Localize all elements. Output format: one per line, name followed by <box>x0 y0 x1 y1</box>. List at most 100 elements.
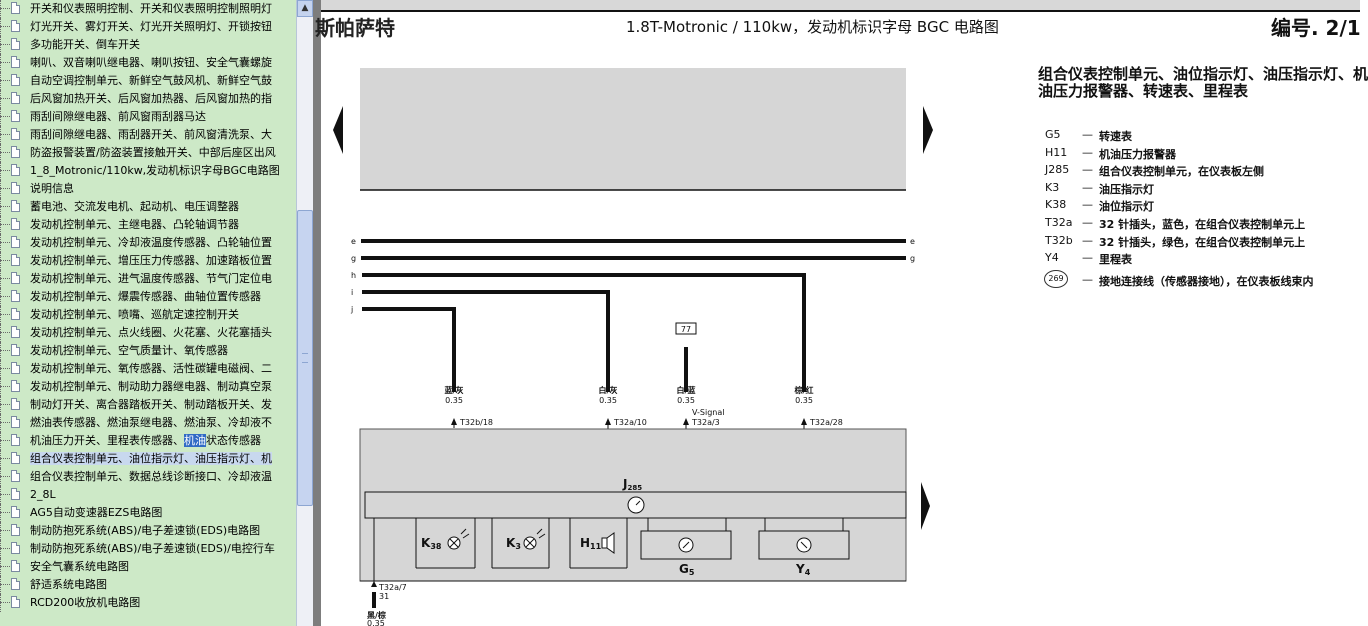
top-toolbar-strip <box>321 0 1360 12</box>
tree-item[interactable]: RCD200收放机电路图 <box>0 594 296 612</box>
legend-description: 转速表 <box>1099 130 1132 143</box>
document-icon <box>11 452 20 464</box>
tree-connector <box>0 504 1 522</box>
wire-color-label: 棕/红 <box>794 385 814 395</box>
tree-item[interactable]: 组合仪表控制单元、数据总线诊断接口、冷却液温 <box>0 468 296 486</box>
tree-item[interactable]: 2_8L <box>0 486 296 504</box>
component-label-k38: K38 <box>421 536 442 551</box>
tree-item[interactable]: 雨刮间隙继电器、前风窗雨刮器马达 <box>0 108 296 126</box>
tree-item-label: 发动机控制单元、制动助力器继电器、制动真空泵 <box>30 380 272 393</box>
tree-item[interactable]: 发动机控制单元、主继电器、凸轮轴调节器 <box>0 216 296 234</box>
tree-item[interactable]: 发动机控制单元、进气温度传感器、节气门定位电 <box>0 270 296 288</box>
tree-item-label: 燃油表传感器、燃油泵继电器、燃油泵、冷却液不 <box>30 416 272 429</box>
tree-item[interactable]: 制动防抱死系统(ABS)/电子差速锁(EDS)电路图 <box>0 522 296 540</box>
tree-item[interactable]: 机油压力开关、里程表传感器、机油状态传感器 <box>0 432 296 450</box>
document-icon <box>11 200 20 212</box>
document-icon <box>11 488 20 500</box>
pin-arrow <box>451 418 457 425</box>
tree-item[interactable]: 防盗报警装置/防盗装置接触开关、中部后座区出风 <box>0 144 296 162</box>
page-title: 1.8T-Motronic / 110kw，发动机标识字母 BGC 电路图 <box>626 18 999 36</box>
tree-connector <box>0 324 1 342</box>
tree-item[interactable]: 发动机控制单元、空气质量计、氧传感器 <box>0 342 296 360</box>
component-label-g5: G5 <box>679 562 695 577</box>
legend-code: K3 <box>1045 180 1060 194</box>
tree-item[interactable]: 制动防抱死系统(ABS)/电子差速锁(EDS)/电控行车 <box>0 540 296 558</box>
legend-dash: — <box>1082 251 1093 265</box>
tree-item-label: RCD200收放机电路图 <box>30 596 141 609</box>
document-icon <box>11 470 20 482</box>
document-icon <box>11 362 20 374</box>
tree-item-label: 后风窗加热开关、后风窗加热器、后风窗加热的指 <box>30 92 272 105</box>
legend-dash: — <box>1082 163 1093 177</box>
wire-color-label: 蓝/灰 <box>445 385 464 395</box>
tree-item[interactable]: 发动机控制单元、增压压力传感器、加速踏板位置 <box>0 252 296 270</box>
tree-item[interactable]: 发动机控制单元、制动助力器继电器、制动真空泵 <box>0 378 296 396</box>
tree-item[interactable]: 自动空调控制单元、新鲜空气鼓风机、新鲜空气鼓 <box>0 72 296 90</box>
tree-item[interactable]: 燃油表传感器、燃油泵继电器、燃油泵、冷却液不 <box>0 414 296 432</box>
document-view: 斯帕萨特 1.8T-Motronic / 110kw，发动机标识字母 BGC 电… <box>315 0 1368 626</box>
search-highlight: 机油 <box>184 434 206 447</box>
tree-item[interactable]: 雨刮间隙继电器、雨刮器开关、前风窗清洗泵、大 <box>0 126 296 144</box>
document-icon <box>11 308 20 320</box>
tree-item[interactable]: 发动机控制单元、点火线圈、火花塞、火花塞插头 <box>0 324 296 342</box>
next-page-arrow-icon[interactable] <box>923 106 933 154</box>
previous-page-arrow-icon[interactable] <box>333 106 343 154</box>
tree-item[interactable]: 舒适系统电路图 <box>0 576 296 594</box>
legend-description: 32 针插头，蓝色，在组合仪表控制单元上 <box>1099 217 1306 231</box>
tree-item-label: 雨刮间隙继电器、前风窗雨刮器马达 <box>30 110 206 123</box>
tree-item[interactable]: 安全气囊系统电路图 <box>0 558 296 576</box>
panel-splitter[interactable] <box>313 0 321 626</box>
tree-item[interactable]: 说明信息 <box>0 180 296 198</box>
tree-item[interactable]: 开关和仪表照明控制、开关和仪表照明控制照明灯 <box>0 0 296 18</box>
tree-branch <box>0 98 10 99</box>
tree-connector <box>0 522 1 540</box>
tree-item[interactable]: 发动机控制单元、爆震传感器、曲轴位置传感器 <box>0 288 296 306</box>
tree-item[interactable]: 喇叭、双音喇叭继电器、喇叭按钮、安全气囊螺旋 <box>0 54 296 72</box>
scroll-grip-icon <box>302 353 308 363</box>
tree-item[interactable]: 蓄电池、交流发电机、起动机、电压调整器 <box>0 198 296 216</box>
legend-code: T32a <box>1045 215 1073 229</box>
tree-item[interactable]: 制动灯开关、离合器踏板开关、制动踏板开关、发 <box>0 396 296 414</box>
tree-branch <box>0 458 10 459</box>
pin-arrow <box>801 418 807 425</box>
document-icon <box>11 164 20 176</box>
tree-scrollbar[interactable]: ▲ <box>296 0 313 626</box>
tree-branch <box>0 116 10 117</box>
tree-branch <box>0 278 10 279</box>
tree-branch <box>0 368 10 369</box>
tree-connector <box>0 270 1 288</box>
scrollbar-thumb[interactable] <box>297 210 313 506</box>
tree-item[interactable]: 1_8_Motronic/110kw,发动机标识字母BGC电路图 <box>0 162 296 180</box>
legend-code: Y4 <box>1045 251 1059 265</box>
wire-color-label: 白/灰 <box>599 385 618 395</box>
next-page-arrow-lower-icon[interactable] <box>921 482 930 530</box>
tree-item[interactable]: 后风窗加热开关、后风窗加热器、后风窗加热的指 <box>0 90 296 108</box>
document-icon <box>11 110 20 122</box>
tree-connector <box>0 54 1 72</box>
lamp-icon-k38 <box>447 528 470 550</box>
legend-dash: — <box>1082 128 1093 141</box>
document-icon <box>11 128 20 140</box>
tree-branch <box>0 422 10 423</box>
document-icon <box>11 218 20 230</box>
tree-connector <box>0 0 1 18</box>
component-label-y4: Y4 <box>795 562 811 577</box>
wire-paths <box>362 273 806 392</box>
wire-path-1 <box>362 307 456 392</box>
tree-branch <box>0 512 10 513</box>
tree-item-label: 灯光开关、雾灯开关、灯光开关照明灯、开锁按钮 <box>30 20 272 33</box>
tree-item[interactable]: 发动机控制单元、氧传感器、活性碳罐电磁阀、二 <box>0 360 296 378</box>
tree-item[interactable]: 发动机控制单元、冷却液温度传感器、凸轮轴位置 <box>0 234 296 252</box>
tree-item-label: 发动机控制单元、进气温度传感器、节气门定位电 <box>30 272 272 285</box>
scroll-up-arrow-icon[interactable]: ▲ <box>297 0 313 17</box>
tree-item[interactable]: 多功能开关、倒车开关 <box>0 36 296 54</box>
tree-branch <box>0 224 10 225</box>
tree-item[interactable]: AG5自动变速器EZS电路图 <box>0 504 296 522</box>
tree-item[interactable]: 灯光开关、雾灯开关、灯光开关照明灯、开锁按钮 <box>0 18 296 36</box>
y4-box <box>758 530 850 560</box>
tree-item[interactable]: 组合仪表控制单元、油位指示灯、油压指示灯、机 <box>0 450 296 468</box>
tree-connector <box>0 414 1 432</box>
tree-item[interactable]: 发动机控制单元、喷嘴、巡航定速控制开关 <box>0 306 296 324</box>
